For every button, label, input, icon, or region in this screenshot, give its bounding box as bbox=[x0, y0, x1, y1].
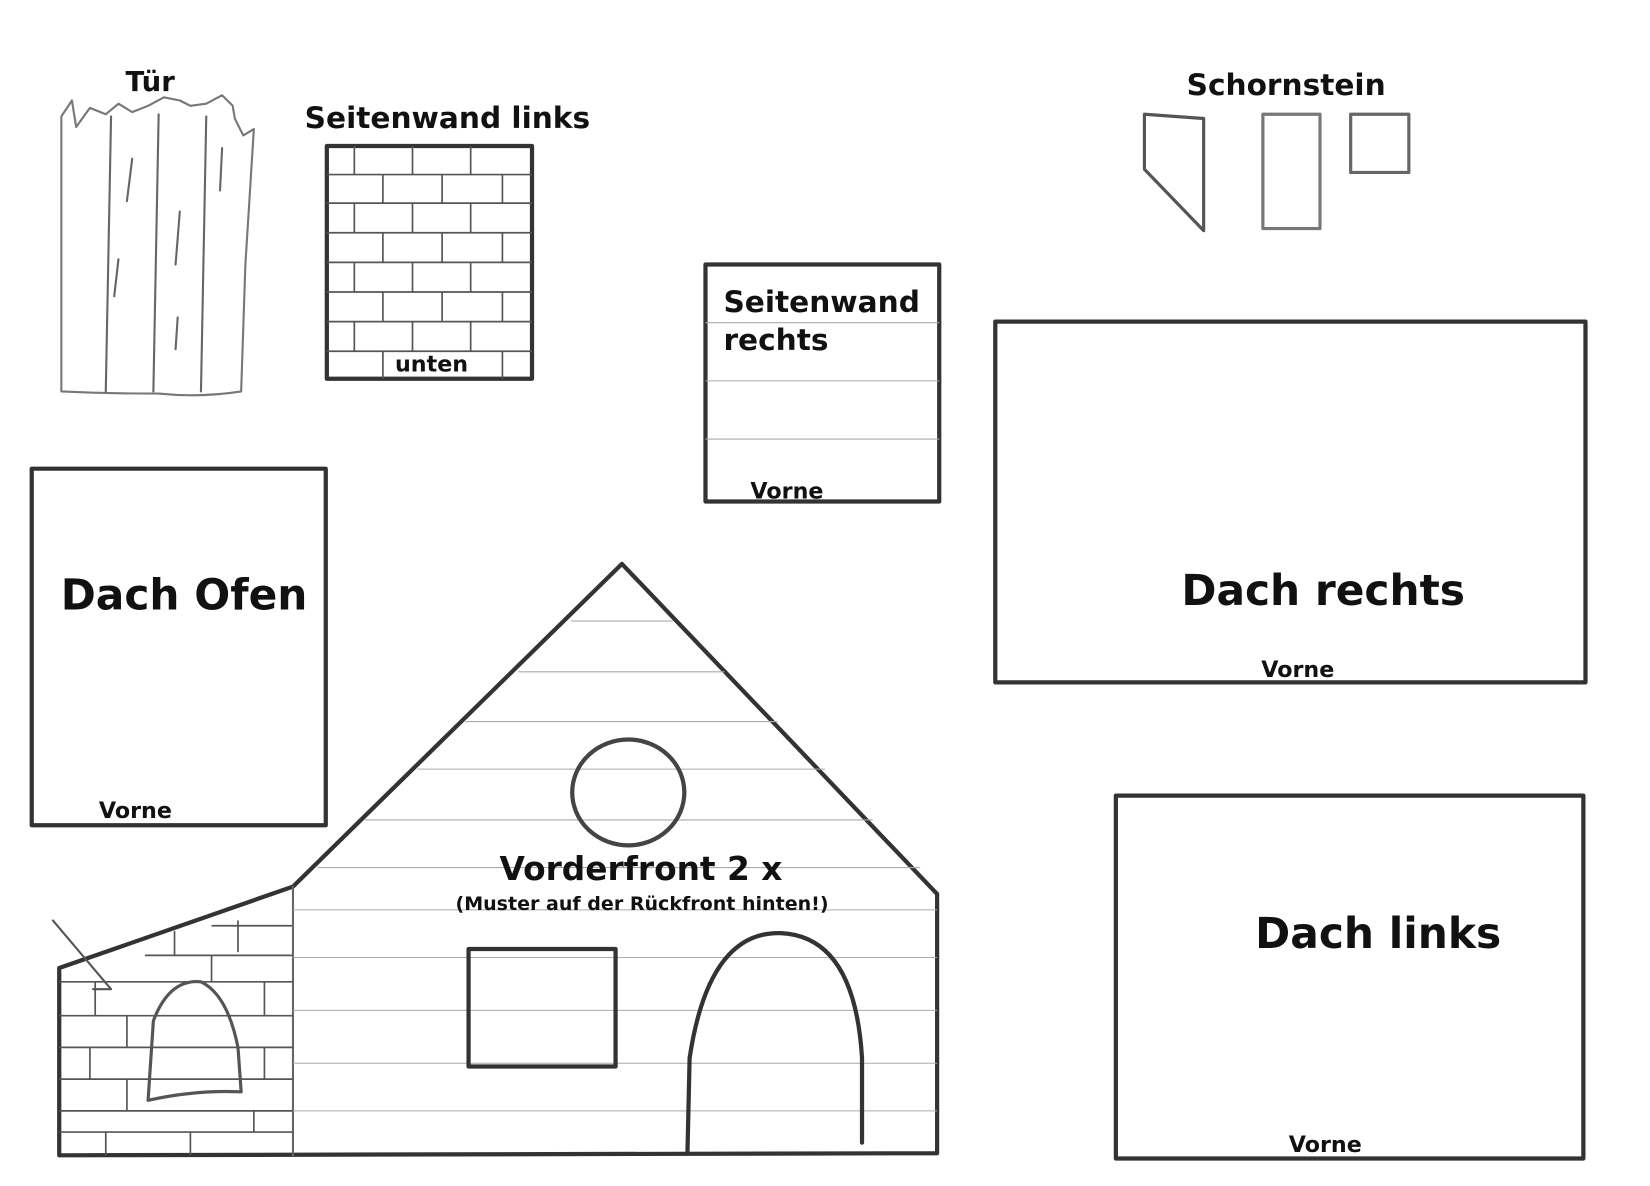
side-wall-left-piece: Seitenwand links unten bbox=[305, 101, 590, 381]
roof-right-label: Dach rechts bbox=[1181, 566, 1465, 615]
side-wall-right-label-line2: rechts bbox=[723, 323, 828, 357]
side-wall-right-piece: Seitenwand rechts Vorne bbox=[703, 262, 942, 504]
roof-left-front-label: Vorne bbox=[1289, 1132, 1362, 1158]
roof-left-label: Dach links bbox=[1255, 909, 1501, 958]
front-wall-label: Vorderfront 2 x bbox=[500, 850, 783, 888]
side-wall-left-bottom-label: unten bbox=[395, 351, 468, 377]
side-wall-right-label-line1: Seitenwand bbox=[723, 285, 919, 319]
front-wall-note: (Muster auf der Rückfront hinten!) bbox=[456, 893, 829, 915]
roof-left-piece: Dach links Vorne bbox=[1113, 793, 1586, 1161]
roof-oven-front-label: Vorne bbox=[99, 798, 172, 824]
door-piece: Tür bbox=[60, 66, 255, 397]
side-wall-right-front-label: Vorne bbox=[750, 478, 823, 504]
chimney-label: Schornstein bbox=[1187, 68, 1386, 102]
side-wall-left-label: Seitenwand links bbox=[305, 101, 590, 135]
roof-right-front-label: Vorne bbox=[1261, 657, 1334, 683]
door-label: Tür bbox=[126, 66, 176, 98]
front-wall-piece: Vorderfront 2 x (Muster auf der Rückfron… bbox=[51, 561, 940, 1158]
roof-right-piece: Dach rechts Vorne bbox=[993, 319, 1588, 685]
chimney-pieces: Schornstein bbox=[1142, 68, 1411, 233]
roof-oven-label: Dach Ofen bbox=[61, 570, 308, 619]
roof-oven-piece: Dach Ofen Vorne bbox=[29, 466, 328, 828]
